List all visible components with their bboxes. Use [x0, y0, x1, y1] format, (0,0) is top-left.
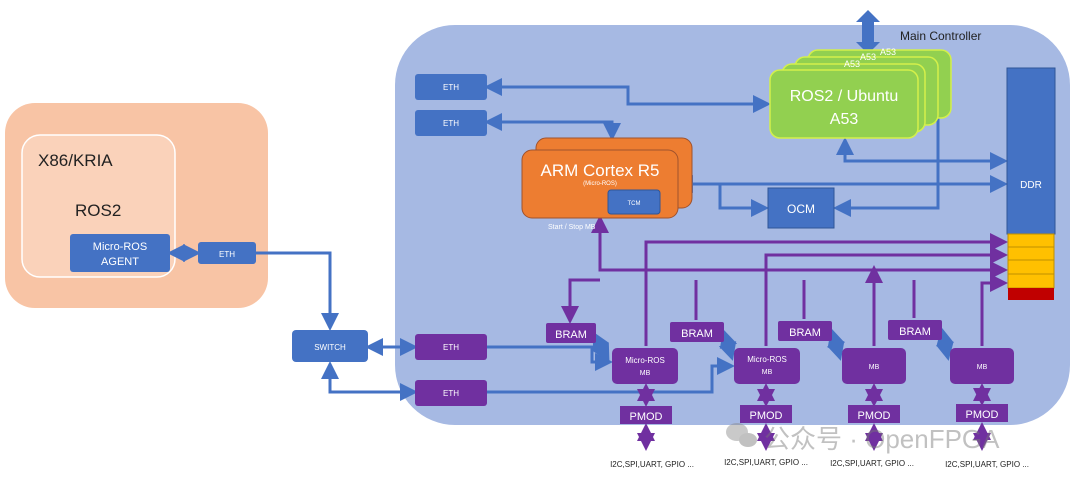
tcm-label: TCM	[628, 201, 641, 207]
bram-label: BRAM	[899, 326, 931, 338]
eth-box-1	[415, 74, 487, 100]
io-label: I2C,SPI,UART, GPIO ...	[724, 458, 808, 467]
micro-ros-agent-box	[70, 234, 170, 272]
bram-label: BRAM	[789, 327, 821, 339]
pmod-label: PMOD	[750, 410, 783, 422]
agent-line1: Micro-ROS	[93, 241, 147, 253]
r5-title: ARM Cortex R5	[540, 161, 659, 180]
eth-label-1: ETH	[443, 83, 459, 92]
ddr-label: DDR	[1020, 180, 1042, 191]
mb-label: MB	[762, 369, 773, 376]
host-system: X86/KRIA ROS2 Micro-ROS AGENT ETH	[5, 103, 268, 308]
microblaze-box	[950, 348, 1014, 384]
main-controller-arrow	[856, 10, 880, 54]
ddr-memory: DDR	[1006, 67, 1056, 300]
pmod-label: PMOD	[630, 411, 663, 423]
a53-stack-label: A53	[880, 47, 896, 57]
pmod-box	[620, 406, 672, 424]
ocm-label: OCM	[787, 202, 815, 216]
mb-label: Micro-ROS	[625, 356, 665, 365]
purple-links	[561, 215, 1008, 451]
bram-label: BRAM	[555, 329, 587, 341]
a53-stack-label: A53	[860, 52, 876, 62]
bram-box	[778, 321, 832, 341]
start-stop-label: Start / Stop MB	[548, 224, 596, 231]
mb-label: MB	[640, 370, 651, 377]
microblaze-box	[612, 348, 678, 384]
host-eth-box	[198, 242, 256, 264]
r5-subtitle: (Micro-ROS)	[583, 181, 617, 187]
mb-label: MB	[977, 364, 988, 371]
eth-box-3	[415, 334, 487, 360]
a53-stack-label: A53	[844, 59, 860, 69]
host-title: X86/KRIA	[38, 151, 113, 170]
a53-cluster: A53 A53 A53 ROS2 / Ubuntu A53	[769, 47, 952, 139]
a53-title: ROS2 / Ubuntu	[790, 88, 899, 105]
pmod-label: PMOD	[966, 409, 999, 421]
main-controller-label: Main Controller	[900, 29, 981, 43]
eth-label-4: ETH	[443, 389, 459, 398]
io-label: I2C,SPI,UART, GPIO ...	[610, 460, 694, 469]
agent-line2: AGENT	[101, 256, 139, 268]
eth-box-4	[415, 380, 487, 406]
tcm-box	[607, 189, 661, 215]
pmod-box	[740, 405, 792, 423]
switch-box	[292, 330, 368, 362]
mb-label: Micro-ROS	[747, 355, 787, 364]
eth-label-3: ETH	[443, 343, 459, 352]
watermark: 公众号 · OpenFPGA	[726, 423, 1000, 454]
bram-label: BRAM	[681, 328, 713, 340]
blue-links	[167, 78, 1008, 401]
mb-label: MB	[869, 364, 880, 371]
switch-label: SWITCH	[314, 343, 346, 352]
io-label: I2C,SPI,UART, GPIO ...	[945, 460, 1029, 469]
pmod-label: PMOD	[858, 410, 891, 422]
io-label: I2C,SPI,UART, GPIO ...	[830, 459, 914, 468]
bram-box	[546, 323, 596, 343]
a53-subtitle: A53	[830, 111, 859, 128]
eth-label-2: ETH	[443, 119, 459, 128]
watermark-text: 公众号 · OpenFPGA	[764, 424, 1000, 454]
eth-box-2	[415, 110, 487, 136]
ocm-box	[767, 187, 835, 229]
microblaze-box	[734, 348, 800, 384]
bram-box	[888, 320, 942, 340]
pmod-box	[848, 405, 900, 423]
arm-cortex-r5: ARM Cortex R5 (Micro-ROS) TCM Start / St…	[521, 137, 693, 231]
bram-box	[670, 322, 724, 342]
pmod-box	[956, 404, 1008, 422]
host-eth-label: ETH	[219, 250, 235, 259]
host-ros-label: ROS2	[75, 201, 121, 220]
microblaze-box	[842, 348, 906, 384]
